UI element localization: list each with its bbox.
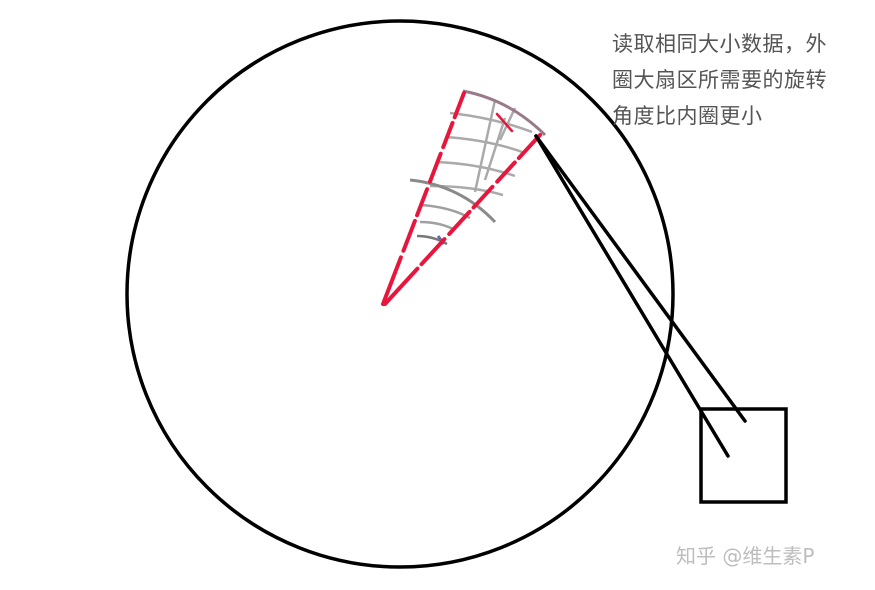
- outer-sector-arc-1: [449, 111, 533, 134]
- outer-sector-grid: [429, 99, 533, 197]
- inner-arc-outer: [409, 178, 497, 224]
- disk-platter-circle: [125, 19, 675, 569]
- sector-edge-right: [383, 133, 542, 306]
- inner-arc-3: [419, 220, 456, 232]
- outer-sector-radial-1: [473, 99, 497, 193]
- inner-arc-2: [420, 203, 471, 220]
- outer-sector-radial-2: [483, 117, 507, 181]
- outer-sector-rim: [462, 89, 547, 137]
- watermark: 知乎 @维生素P: [676, 544, 815, 568]
- annotation-line-2: 圈大扇区所需要的旋转: [612, 68, 827, 92]
- disk-head-arm: [534, 134, 747, 458]
- sector-edge-left: [381, 91, 466, 306]
- head-actuator-box: [699, 407, 788, 504]
- head-arm-line-upper: [534, 134, 747, 423]
- head-arm-line-lower: [534, 134, 730, 458]
- annotation-line-3: 角度比内圈更小: [612, 104, 763, 128]
- annotation-line-1: 读取相同大小数据，外: [612, 32, 827, 56]
- sector-edge-tick: [495, 112, 514, 133]
- outer-sector-arc-3: [436, 160, 516, 178]
- sector-edges: [381, 91, 542, 306]
- outer-sector-radial-3: [498, 107, 517, 141]
- outer-sector-arc-2: [444, 135, 526, 155]
